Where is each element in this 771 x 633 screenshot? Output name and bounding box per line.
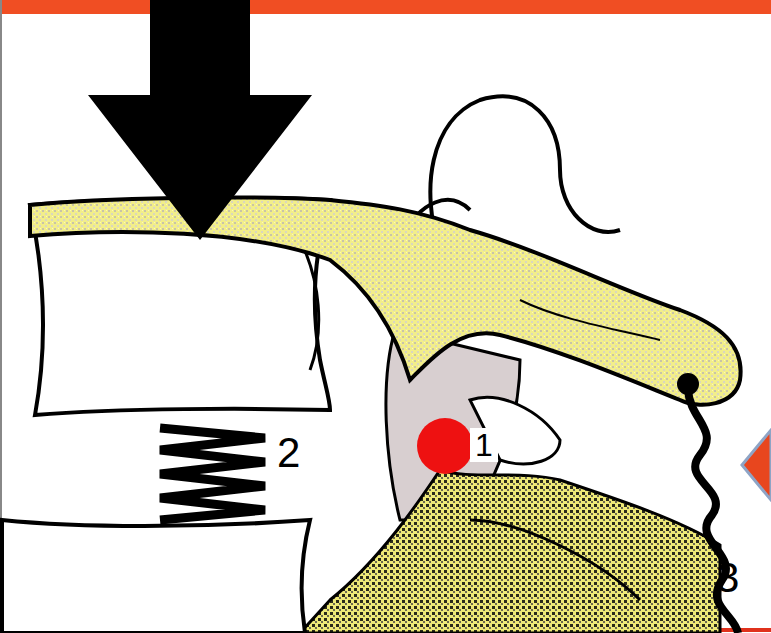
callout-number: 2 — [277, 432, 300, 474]
callout-number: 3 — [716, 557, 739, 599]
pointer-arrow — [742, 430, 771, 500]
callout-number: 1 — [470, 428, 498, 462]
disc-spring — [160, 428, 265, 520]
header-bar — [0, 0, 771, 14]
load-arrow — [88, 0, 312, 240]
red-marker — [417, 418, 473, 474]
